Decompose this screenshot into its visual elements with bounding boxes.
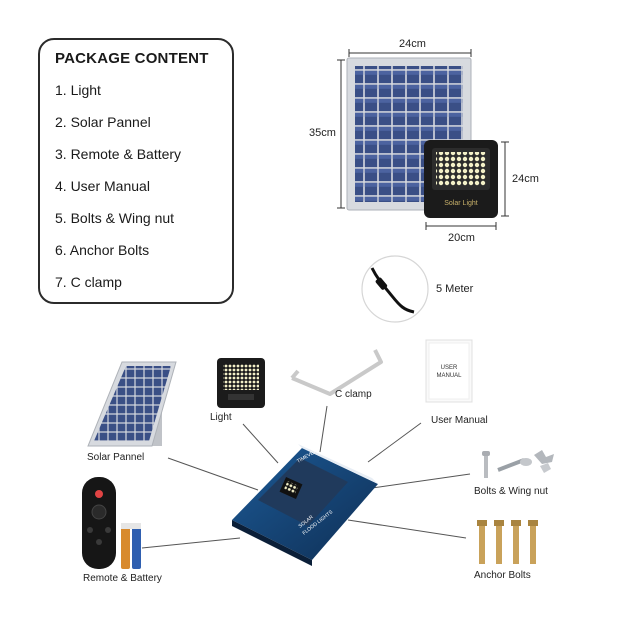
label-remote-battery: Remote & Battery: [83, 573, 162, 584]
solar-panel-small: [87, 361, 177, 447]
leader-lines: [141, 405, 471, 549]
light-brand-text: Solar Light: [444, 200, 478, 207]
user-manual-text-1: USER: [441, 365, 458, 371]
package-item-solar-panel: 2. Solar Pannel: [55, 114, 151, 130]
package-item-c-clamp: 7. C clamp: [55, 274, 122, 290]
panel-width-label: 24cm: [399, 38, 426, 50]
light-width-label: 20cm: [448, 232, 475, 244]
leader-line-remote: [141, 537, 241, 549]
leader-line-c-clamp: [319, 405, 328, 453]
label-anchor-bolts: Anchor Bolts: [474, 570, 531, 581]
bolts-wing-nut-icon: [482, 450, 554, 478]
leader-line-bolts: [371, 473, 471, 489]
flood-light-large: Solar Light: [424, 140, 498, 218]
panel-height-dimension: [337, 59, 345, 209]
package-item-light: 1. Light: [55, 82, 101, 98]
anchor-bolts-icon: [477, 520, 538, 564]
label-light: Light: [210, 412, 232, 423]
light-height-label: 24cm: [512, 173, 539, 185]
light-height-dimension: [501, 141, 509, 217]
package-item-anchor-bolts: 6. Anchor Bolts: [55, 242, 150, 258]
panel-height-label: 35cm: [309, 127, 336, 139]
flood-light-small: [217, 358, 265, 408]
leader-line-light: [242, 423, 279, 464]
light-width-dimension: [425, 222, 497, 230]
package-item-remote-battery: 3. Remote & Battery: [55, 146, 182, 162]
c-clamp-icon: [290, 349, 383, 396]
remote-battery-icon: [82, 477, 141, 569]
label-bolts-wing-nut: Bolts & Wing nut: [474, 486, 548, 497]
label-solar-pannel: Solar Pannel: [87, 452, 145, 463]
cable-length-label: 5 Meter: [436, 283, 474, 295]
label-user-manual: User Manual: [431, 415, 488, 426]
cable-icon: [361, 255, 429, 323]
leader-line-solar-panel: [167, 457, 259, 491]
panel-width-dimension: [348, 49, 472, 57]
product-box: TIMEVEX SOLAR FLOOD LIGHTS: [232, 444, 378, 566]
package-item-bolts: 5. Bolts & Wing nut: [55, 210, 175, 226]
package-content-box: [38, 38, 234, 304]
leader-line-anchor: [347, 519, 467, 539]
package-item-user-manual: 4. User Manual: [55, 178, 150, 194]
package-content-title: PACKAGE CONTENT: [55, 50, 209, 67]
user-manual-text-2: MANUAL: [436, 373, 462, 379]
user-manual-icon: USER MANUAL: [425, 339, 473, 403]
label-c-clamp: C clamp: [335, 389, 372, 400]
leader-line-user-manual: [367, 422, 422, 463]
